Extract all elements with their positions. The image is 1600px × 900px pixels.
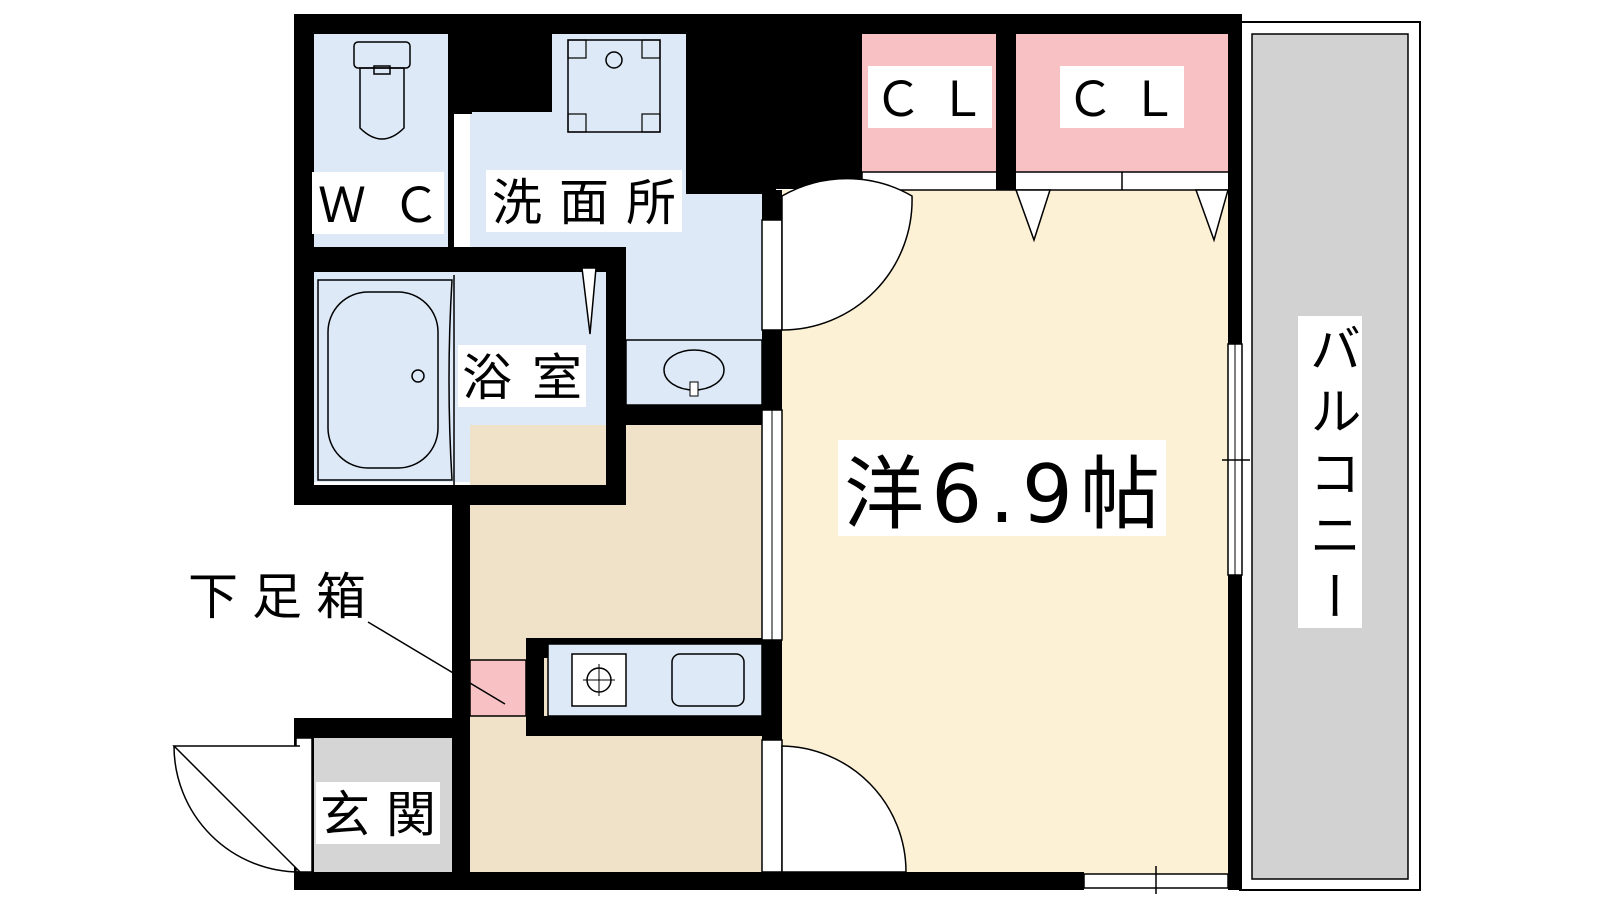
closet-door-strip [861, 171, 1231, 191]
bathtub-icon [317, 279, 453, 481]
kitchen-sink-icon [671, 653, 745, 707]
shoe-box-label: 下足箱 [188, 568, 366, 626]
washroom-floor-2 [548, 32, 686, 122]
washer-pan-icon [567, 39, 661, 133]
washroom-label: 洗面所 [492, 174, 676, 232]
closet-door-icon [1014, 189, 1052, 243]
room-door-lower-icon [781, 745, 907, 873]
western-room-label: 洋6.9帖 [844, 448, 1160, 541]
bath-door-icon [581, 267, 597, 335]
balcony-label: バルコニー [1300, 322, 1360, 622]
shoe-box-leader [367, 621, 506, 705]
entrance-door-icon [172, 745, 301, 873]
room-door-upper-icon [781, 177, 913, 331]
toilet-icon [353, 41, 411, 140]
closet-door-icon [1194, 189, 1229, 243]
